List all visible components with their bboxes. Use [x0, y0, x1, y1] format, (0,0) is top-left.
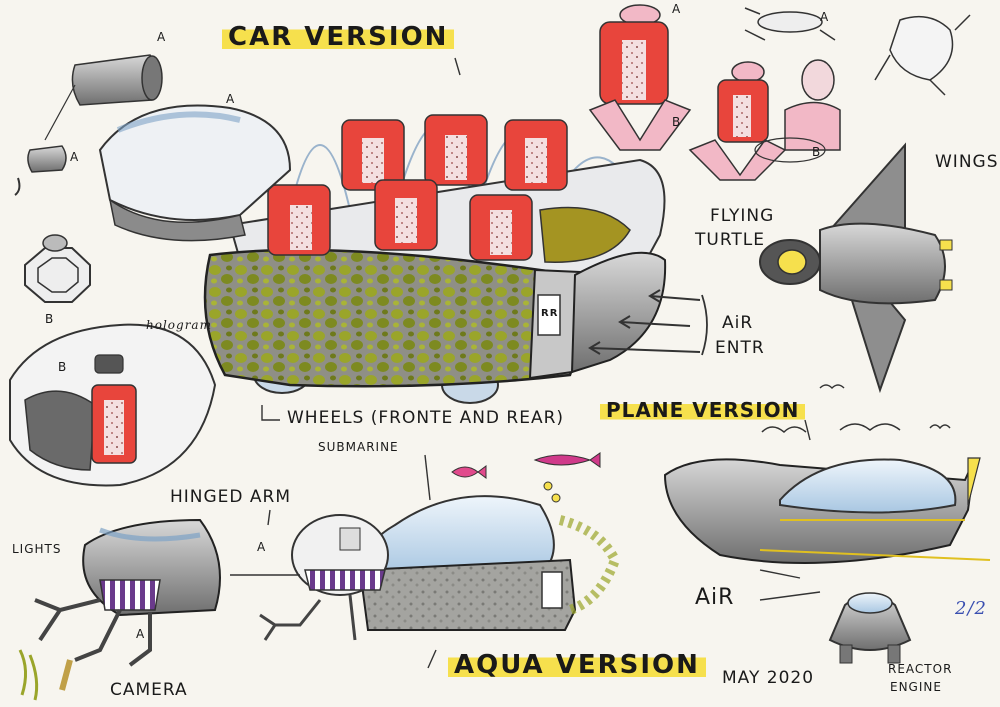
marker-b-1: B [45, 312, 55, 326]
birds [761, 384, 951, 434]
connector-lines [230, 57, 821, 669]
car-version-heading: CAR VERSION [222, 22, 455, 52]
marker-a-5: A [820, 10, 830, 24]
plane-top-view [759, 142, 953, 394]
reactor-label-1: REACTOR [888, 662, 953, 676]
marker-a-2: A [226, 92, 236, 106]
flying-turtle-seats [588, 4, 841, 181]
marker-b-2: B [58, 360, 68, 374]
submarine-label: SUBMARINE [318, 440, 399, 454]
marker-a-4: A [672, 2, 682, 16]
air-entry-arrows [588, 289, 708, 356]
air-label: AiR [695, 585, 735, 610]
flying-turtle-label-2: TURTLE [695, 230, 765, 250]
fish-school [451, 452, 601, 503]
page-number: 2/2 [955, 598, 987, 619]
hologram-cockpit [9, 323, 217, 487]
plane-version-heading: PLANE VERSION [600, 398, 806, 422]
flying-turtle-label-1: FLYING [710, 206, 775, 226]
marker-a-7: A [136, 627, 146, 641]
camera-label: CAMERA [110, 680, 188, 700]
turtle-sketch [744, 7, 971, 96]
marker-b-4: B [812, 145, 822, 159]
plane-side-view [663, 457, 991, 564]
aqua-version-heading: AQUA VERSION [448, 650, 706, 680]
car-seats [267, 114, 568, 261]
car-canopy [98, 104, 292, 242]
marker-a-6: A [257, 540, 267, 554]
reactor-engine [828, 592, 912, 664]
aqua-submarine [259, 495, 621, 641]
car-logo-badge [537, 294, 561, 336]
air-entr-label-2: ENTR [715, 338, 765, 358]
air-entr-label-1: AiR [722, 313, 754, 333]
car-logo-text: RR [541, 308, 559, 319]
marker-b-3: B [672, 115, 682, 129]
marker-a-3: A [70, 150, 80, 164]
hologram-label: hologram [146, 318, 212, 332]
lights-label: LIGHTS [12, 542, 62, 556]
date-label: MAY 2020 [722, 668, 815, 688]
cylinder-details [14, 54, 163, 196]
wings-label: WINGS [935, 152, 999, 172]
hinged-arm-label: HINGED ARM [170, 487, 292, 507]
marker-a-1: A [157, 30, 167, 44]
hinged-arm-module [18, 518, 221, 701]
wheels-label: WHEELS (FRONTE AND REAR) [287, 408, 565, 428]
car-vehicle [203, 114, 667, 404]
aqua-logo-badge [541, 571, 563, 609]
octagon-detail [24, 234, 91, 303]
reactor-label-2: ENGINE [890, 680, 942, 694]
